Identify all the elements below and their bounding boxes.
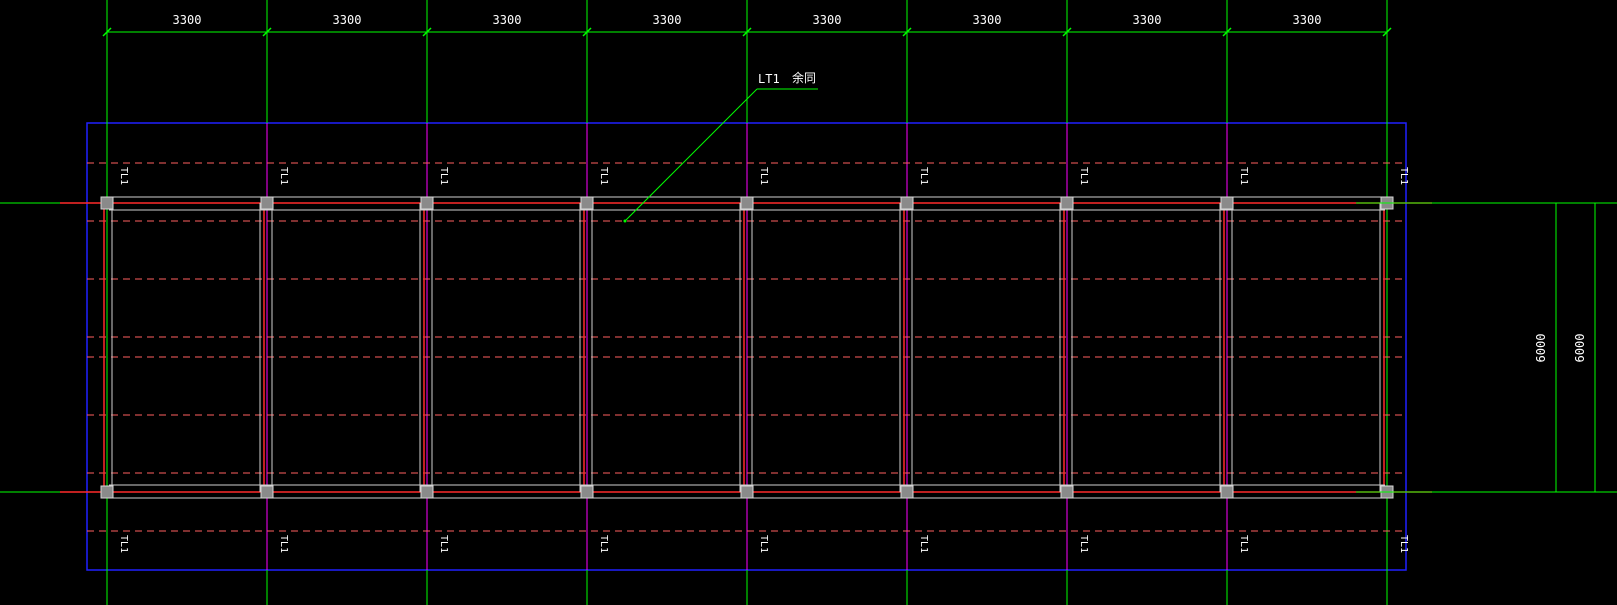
column-7-top [1060, 196, 1074, 210]
dimension-tick-7 [1062, 27, 1072, 37]
dimension-tick-3 [422, 27, 432, 37]
callout: LT1 余同 [623, 70, 818, 223]
column-tag-1-top: TL1 [118, 167, 129, 185]
column-1-bottom [100, 485, 114, 499]
bay-dimension-label-5: 3300 [813, 13, 842, 27]
column-tag-4-top: TL1 [598, 167, 609, 185]
callout-leader [624, 88, 758, 222]
column-5-top [740, 196, 754, 210]
column-3-top [420, 196, 434, 210]
column-tag-3-bottom: TL1 [438, 535, 449, 553]
column-tag-8-top: TL1 [1238, 167, 1249, 185]
bay-dimension-label-6: 3300 [973, 13, 1002, 27]
dimension-chain: 3300 3300 3300 3300 3300 3300 3300 3300 [102, 13, 1392, 37]
bay-dimension-label-7: 3300 [1133, 13, 1162, 27]
column-tag-7-top: TL1 [1078, 167, 1089, 185]
column-tags: TL1TL1TL1TL1TL1TL1TL1TL1TL1TL1TL1TL1TL1T… [118, 167, 1409, 553]
column-tag-7-bottom: TL1 [1078, 535, 1089, 553]
dimension-tick-6 [902, 27, 912, 37]
column-8-top [1220, 196, 1234, 210]
dashed-reference-lines [87, 162, 1406, 532]
callout-note: 余同 [792, 70, 816, 85]
bay-dimension-label-2: 3300 [333, 13, 362, 27]
dimension-tick-2 [262, 27, 272, 37]
column-6-top [900, 196, 914, 210]
column-tag-9-top: TL1 [1398, 167, 1409, 185]
column-tag-3-top: TL1 [438, 167, 449, 185]
column-5-bottom [740, 485, 754, 499]
column-tag-2-top: TL1 [278, 167, 289, 185]
column-2-top [260, 196, 274, 210]
right-dimension: 6000 6000 [1356, 202, 1617, 493]
column-tag-9-bottom: TL1 [1398, 535, 1409, 553]
column-8-bottom [1220, 485, 1234, 499]
dimension-tick-1 [102, 27, 112, 37]
column-tag-6-top: TL1 [918, 167, 929, 185]
column-tag-2-bottom: TL1 [278, 535, 289, 553]
callout-label: LT1 [758, 72, 780, 86]
column-6-bottom [900, 485, 914, 499]
dimension-tick-5 [742, 27, 752, 37]
bay-dimension-label-3: 3300 [493, 13, 522, 27]
column-tag-4-bottom: TL1 [598, 535, 609, 553]
column-4-top [580, 196, 594, 210]
column-3-bottom [420, 485, 434, 499]
bay-dimension-label-1: 3300 [173, 13, 202, 27]
column-tag-6-bottom: TL1 [918, 535, 929, 553]
column-tag-5-top: TL1 [758, 167, 769, 185]
column-7-bottom [1060, 485, 1074, 499]
column-1-top [100, 196, 114, 210]
bay-dimension-label-8: 3300 [1293, 13, 1322, 27]
column-tag-8-bottom: TL1 [1238, 535, 1249, 553]
dimension-label-total: 6000 [1534, 334, 1548, 363]
dimension-tick-8 [1222, 27, 1232, 37]
dimension-tick-9 [1382, 27, 1392, 37]
column-tag-5-bottom: TL1 [758, 535, 769, 553]
column-2-bottom [260, 485, 274, 499]
callout-anchor [623, 219, 627, 223]
bay-dimension-label-4: 3300 [653, 13, 682, 27]
dimension-label-inner: 6000 [1573, 334, 1587, 363]
column-tag-1-bottom: TL1 [118, 535, 129, 553]
dimension-tick-4 [582, 27, 592, 37]
column-4-bottom [580, 485, 594, 499]
